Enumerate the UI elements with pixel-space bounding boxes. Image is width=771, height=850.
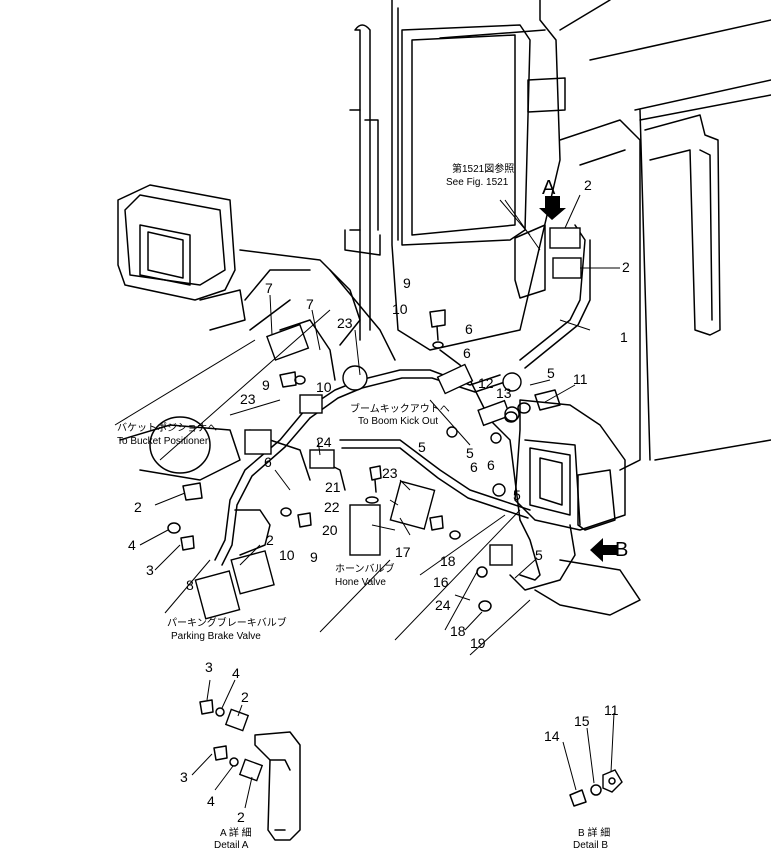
part-4: 4: [128, 537, 136, 553]
parking-brake-jp: パーキングブレーキバルブ: [167, 616, 287, 629]
bucket-positioner-en: To Bucket Positioner: [117, 436, 209, 447]
part-10: 10: [392, 301, 408, 317]
part-6: 6: [487, 457, 495, 473]
detail-b-jp: B 詳 細: [578, 826, 610, 839]
part-5: 5: [466, 445, 474, 461]
part-6: 6: [463, 345, 471, 361]
part-4: 4: [207, 793, 215, 809]
part-4: 4: [232, 665, 240, 681]
part-10: 10: [316, 379, 332, 395]
wiring-harness: [194, 224, 591, 620]
part-17: 17: [395, 544, 411, 560]
part-7: 7: [265, 280, 273, 296]
detail-a-jp: A 詳 細: [220, 826, 252, 839]
callout-labels: 第1521図参照 See Fig. 1521 A B バケットポジショナへ To…: [117, 162, 628, 850]
part-8: 8: [186, 577, 194, 593]
part-5: 5: [418, 439, 426, 455]
part-2: 2: [584, 177, 592, 193]
part-20: 20: [322, 522, 338, 538]
part-5: 5: [513, 487, 521, 503]
leader-lines: [114, 194, 620, 656]
boom-kick-out-en: To Boom Kick Out: [358, 416, 438, 427]
part-7: 7: [306, 296, 314, 312]
part-10: 10: [279, 547, 295, 563]
detail-a-drawing: [191, 679, 301, 841]
view-arrows: [539, 196, 618, 562]
cab-structure: [344, 0, 771, 471]
part-12: 12: [478, 375, 494, 391]
horn-valve-jp: ホーンバルブ: [335, 562, 395, 575]
see-fig-jp: 第1521図参照: [452, 162, 514, 175]
part-13: 13: [496, 385, 512, 401]
part-15: 15: [574, 713, 590, 729]
detail-a-en: Detail A: [214, 840, 249, 850]
headlight-left: [117, 184, 236, 301]
part-14: 14: [544, 728, 560, 744]
part-2: 2: [237, 809, 245, 825]
part-6: 6: [465, 321, 473, 337]
part-2: 2: [134, 499, 142, 515]
part-23: 23: [382, 465, 398, 481]
view-a-label: A: [542, 177, 556, 199]
detail-b-drawing: [562, 712, 623, 807]
fasteners: [167, 309, 561, 612]
part-19: 19: [470, 635, 486, 651]
part-16: 16: [433, 574, 449, 590]
part-5: 5: [547, 365, 555, 381]
part-9: 9: [262, 377, 270, 393]
boom-kick-out-jp: ブームキックアウトへ: [350, 402, 450, 415]
part-23: 23: [240, 391, 256, 407]
part-9: 9: [403, 275, 411, 291]
part-22: 22: [324, 499, 340, 515]
part-1: 1: [620, 329, 628, 345]
horn-valve-en: Hone Valve: [335, 577, 386, 588]
part-3: 3: [180, 769, 188, 785]
part-2: 2: [241, 689, 249, 705]
part-18: 18: [440, 553, 456, 569]
part-6: 6: [264, 454, 272, 470]
part-23: 23: [337, 315, 353, 331]
part-9: 9: [310, 549, 318, 565]
view-b-label: B: [615, 539, 628, 561]
part-5: 5: [535, 547, 543, 563]
part-24: 24: [435, 597, 451, 613]
parking-brake-en: Parking Brake Valve: [171, 631, 261, 642]
part-3: 3: [146, 562, 154, 578]
headlight-right: [514, 399, 641, 616]
part-2: 2: [266, 532, 274, 548]
boom-arm: [119, 249, 396, 481]
part-24: 24: [316, 434, 332, 450]
bucket-positioner-jp: バケットポジショナへ: [117, 422, 217, 434]
part-2: 2: [622, 259, 630, 275]
part-numbers: 1 2 2 7 7 9 10 6 6 23 10 9 23 12 13 5 11…: [128, 177, 630, 825]
see-fig-en: See Fig. 1521: [446, 177, 509, 188]
part-3: 3: [205, 659, 213, 675]
part-11: 11: [573, 371, 588, 387]
part-21: 21: [325, 479, 341, 495]
part-6: 6: [470, 459, 478, 475]
part-18: 18: [450, 623, 466, 639]
part-11: 11: [604, 702, 619, 718]
detail-b-en: Detail B: [573, 840, 608, 850]
